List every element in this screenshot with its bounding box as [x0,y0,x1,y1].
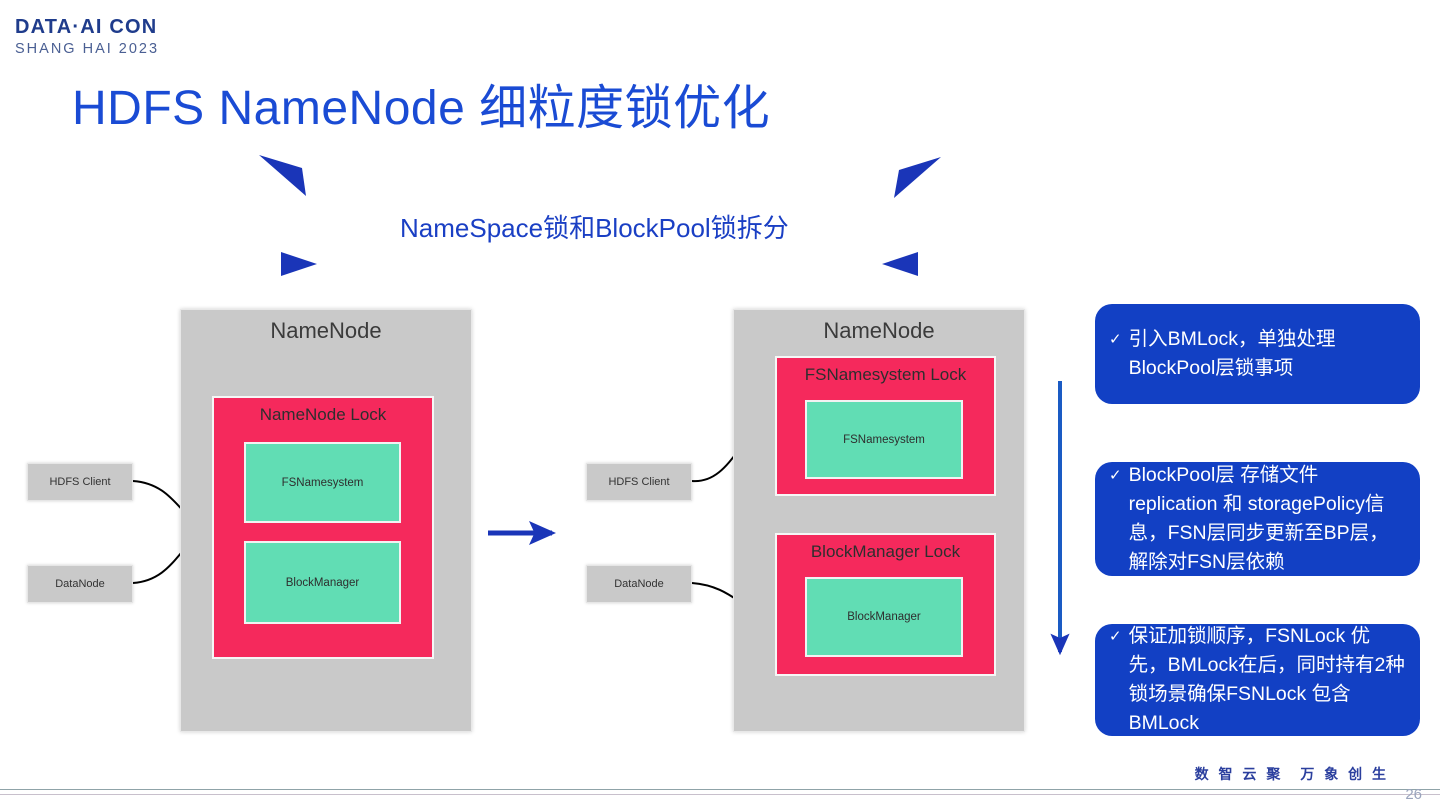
bullet-panel-3-text: 保证加锁顺序，FSNLock 优先，BMLock在后，同时持有2种锁场景确保FS… [1128,625,1405,734]
right-inner-fsnamesystem-label: FSNamesystem [843,433,925,446]
left-inner-fsnamesystem: FSNamesystem [244,442,401,523]
bullet-panel-2-text: BlockPool层 存储文件 replication 和 storagePol… [1128,464,1389,573]
left-inner-fsnamesystem-label: FSNamesystem [281,476,364,489]
check-icon-3: ✓ [1109,628,1122,645]
right-inner-fsnamesystem: FSNamesystem [805,400,963,479]
left-client-datanode[interactable]: DataNode [27,565,133,603]
deco-triangle-bottom-right [882,252,918,276]
logo-title: DATA·AI CON [15,16,158,38]
footer-divider-bottom [0,794,1440,795]
footer-tagline: 数 智 云 聚 万 象 创 生 [1194,766,1389,782]
left-namenode-label: NameNode [270,318,382,343]
bullet-panel-2[interactable]: ✓ BlockPool层 存储文件 replication 和 storageP… [1095,462,1420,576]
left-inner-blockmanager: BlockManager [244,541,401,624]
bullet-panel-1-text: 引入BMLock，单独处理BlockPool层锁事项 [1128,328,1336,379]
brand-logo: DATA·AI CON SHANG HAI 2023 [15,17,159,57]
right-namenode-label: NameNode [823,318,935,343]
bullet-panel-1[interactable]: ✓ 引入BMLock，单独处理BlockPool层锁事项 [1095,304,1420,404]
right-client-hdfs-client[interactable]: HDFS Client [586,463,692,501]
deco-wedge-top-right [894,157,941,198]
right-inner-blockmanager-label: BlockManager [847,611,921,623]
logo-subtitle: SHANG HAI 2023 [15,41,160,57]
page-title: HDFS NameNode 细粒度锁优化 [72,82,771,135]
right-client-datanode-label: DataNode [614,578,664,590]
left-client-hdfs-client-label: HDFS Client [49,476,111,488]
right-blockmanager-lock-label: BlockManager Lock [810,542,961,561]
left-client-hdfs-client[interactable]: HDFS Client [27,463,133,501]
right-client-datanode[interactable]: DataNode [586,565,692,603]
bullet-panel-3[interactable]: ✓ 保证加锁顺序，FSNLock 优先，BMLock在后，同时持有2种锁场景确保… [1095,624,1420,736]
deco-wedge-top-left [259,155,306,196]
left-client-datanode-label: DataNode [55,578,105,590]
page-subtitle: NameSpace锁和BlockPool锁拆分 [400,213,789,243]
right-inner-blockmanager: BlockManager [805,577,963,657]
check-icon-1: ✓ [1109,331,1122,348]
footer-divider-top [0,789,1440,790]
page-number: 26 [1405,786,1422,803]
left-inner-blockmanager-label: BlockManager [285,576,360,589]
check-icon-2: ✓ [1109,467,1122,484]
right-client-hdfs-client-label: HDFS Client [608,476,670,488]
right-fsnamesystem-lock-label: FSNamesystem Lock [804,365,967,384]
deco-triangle-bottom-left [281,252,317,276]
left-namenode-lock-label: NameNode Lock [259,405,387,424]
